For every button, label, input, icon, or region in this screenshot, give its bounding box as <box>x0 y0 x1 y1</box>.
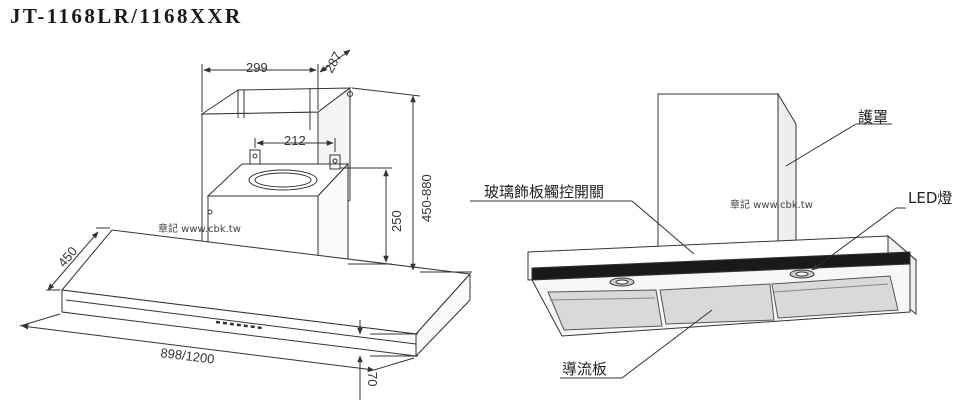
dim-total-height: 450-880 <box>419 174 434 222</box>
led-lights <box>609 269 815 287</box>
hood-body <box>61 229 472 358</box>
chimney-cover-3d <box>657 92 797 257</box>
callout-cover: 護罩 <box>858 108 888 126</box>
product-illustration <box>470 92 918 379</box>
watermark-left: 章記 www.cbk.tw <box>158 222 241 235</box>
dim-chimney-width: 299 <box>246 60 268 75</box>
dim-flange-width: 212 <box>284 133 306 148</box>
dim-chimney-depth: 287 <box>321 49 344 75</box>
dim-motor-height: 250 <box>389 210 404 232</box>
callout-led-light: LED燈 <box>908 189 952 207</box>
watermark-right: 章記 www.cbk.tw <box>730 198 813 211</box>
dim-hood-thickness: 70 <box>365 372 380 386</box>
callout-glass-touch-switch: 玻璃飾板觸控開關 <box>484 183 604 201</box>
model-title: JT-1168LR/1168XXR <box>10 4 243 28</box>
technical-drawing <box>19 49 472 400</box>
dim-hood-width: 898/1200 <box>160 345 216 366</box>
dim-hood-depth: 450 <box>55 244 80 270</box>
callout-baffle: 導流板 <box>562 360 607 378</box>
